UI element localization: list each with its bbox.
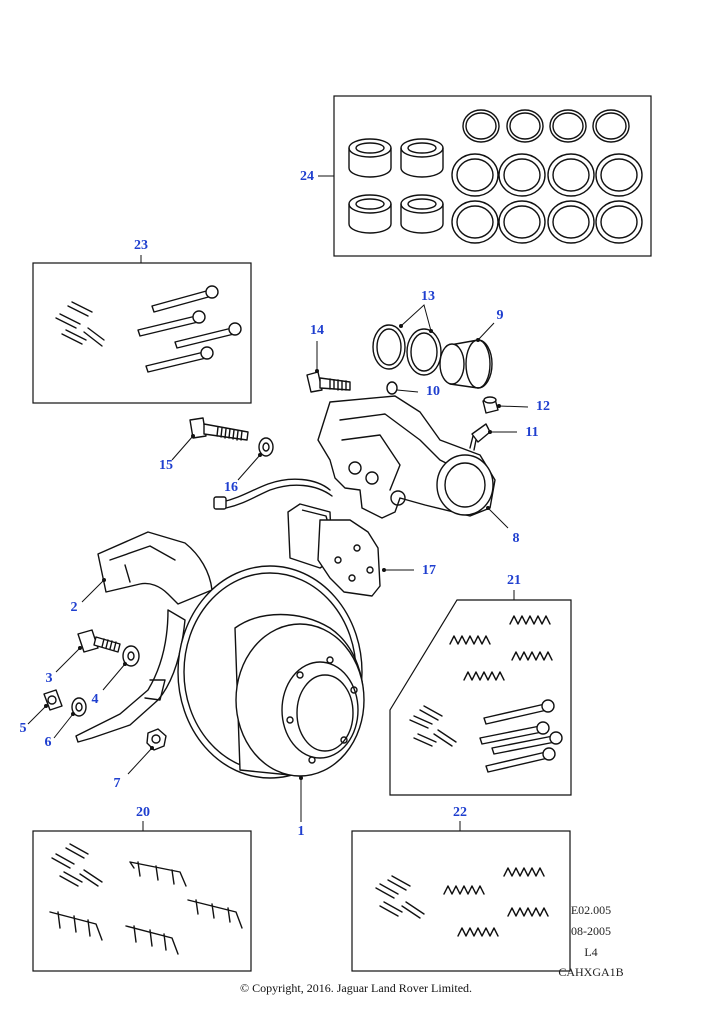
- small-seal: [386, 381, 398, 395]
- callout-24: 24: [300, 169, 314, 184]
- callout-2: 2: [71, 600, 78, 615]
- piston-group: [348, 138, 444, 234]
- callout-5: 5: [20, 721, 27, 736]
- callout-11: 11: [525, 425, 538, 440]
- callout-21: 21: [507, 573, 521, 588]
- callout-6: 6: [45, 735, 52, 750]
- dust-shield: [75, 531, 213, 743]
- spring-group-22: [443, 867, 549, 937]
- split-pin-group: [55, 301, 105, 347]
- callout-20: 20: [136, 805, 150, 820]
- callout-1: 1: [298, 824, 305, 839]
- callout-9: 9: [497, 308, 504, 323]
- washer-6: [71, 697, 87, 717]
- washer-16: [258, 437, 274, 457]
- ref-code: E02.005: [570, 903, 612, 917]
- callout-8: 8: [513, 531, 520, 546]
- brake-disc: [177, 565, 365, 779]
- kit-box-23: [32, 262, 252, 404]
- split-pin-group-22: [375, 875, 425, 919]
- callout-4: 4: [92, 692, 99, 707]
- kit-box-22: [351, 830, 571, 972]
- kit-box-21: [389, 599, 572, 796]
- seal-ring-group-large: [451, 153, 643, 244]
- caliper-bolt-15: [189, 417, 249, 441]
- wear-sensor: [213, 478, 333, 510]
- callout-3: 3: [46, 671, 53, 686]
- nut: [146, 728, 167, 751]
- callout-17: 17: [422, 563, 436, 578]
- callout-14: 14: [310, 323, 324, 338]
- flange-bolt: [43, 689, 63, 711]
- caliper-piston: [439, 339, 493, 389]
- callout-15: 15: [159, 458, 173, 473]
- split-pin-group-21: [409, 705, 457, 747]
- callout-10: 10: [426, 384, 440, 399]
- ref-level: L4: [584, 945, 598, 959]
- ref-date: 08-2005: [571, 924, 611, 938]
- callout-16: 16: [224, 480, 238, 495]
- callout-23: 23: [134, 238, 148, 253]
- callout-7: 7: [114, 776, 121, 791]
- seal-ring-group-small: [462, 109, 630, 143]
- copyright-notice: © Copyright, 2016. Jaguar Land Rover Lim…: [239, 981, 473, 995]
- callout-13: 13: [421, 289, 435, 304]
- spring-group: [449, 615, 553, 681]
- brake-pads: [287, 503, 381, 597]
- anti-rattle-clip-group: [49, 861, 243, 955]
- kit-box-20: [32, 830, 252, 972]
- split-pin-group-20: [51, 843, 103, 887]
- caliper-body: [317, 395, 496, 519]
- kit-box-24: [333, 95, 652, 257]
- caliper-seals: [372, 324, 442, 376]
- bleed-screw: [469, 423, 491, 451]
- guide-pin-group: [137, 285, 242, 373]
- caliper-bolt-14: [306, 371, 351, 393]
- bleed-cap: [482, 396, 499, 414]
- washer-4: [122, 645, 140, 667]
- shield-bolt: [77, 629, 121, 653]
- callout-12: 12: [536, 399, 550, 414]
- ref-catalogue: CAHXGA1B: [558, 965, 624, 979]
- callout-22: 22: [453, 805, 467, 820]
- guide-pin-group-21: [479, 699, 563, 773]
